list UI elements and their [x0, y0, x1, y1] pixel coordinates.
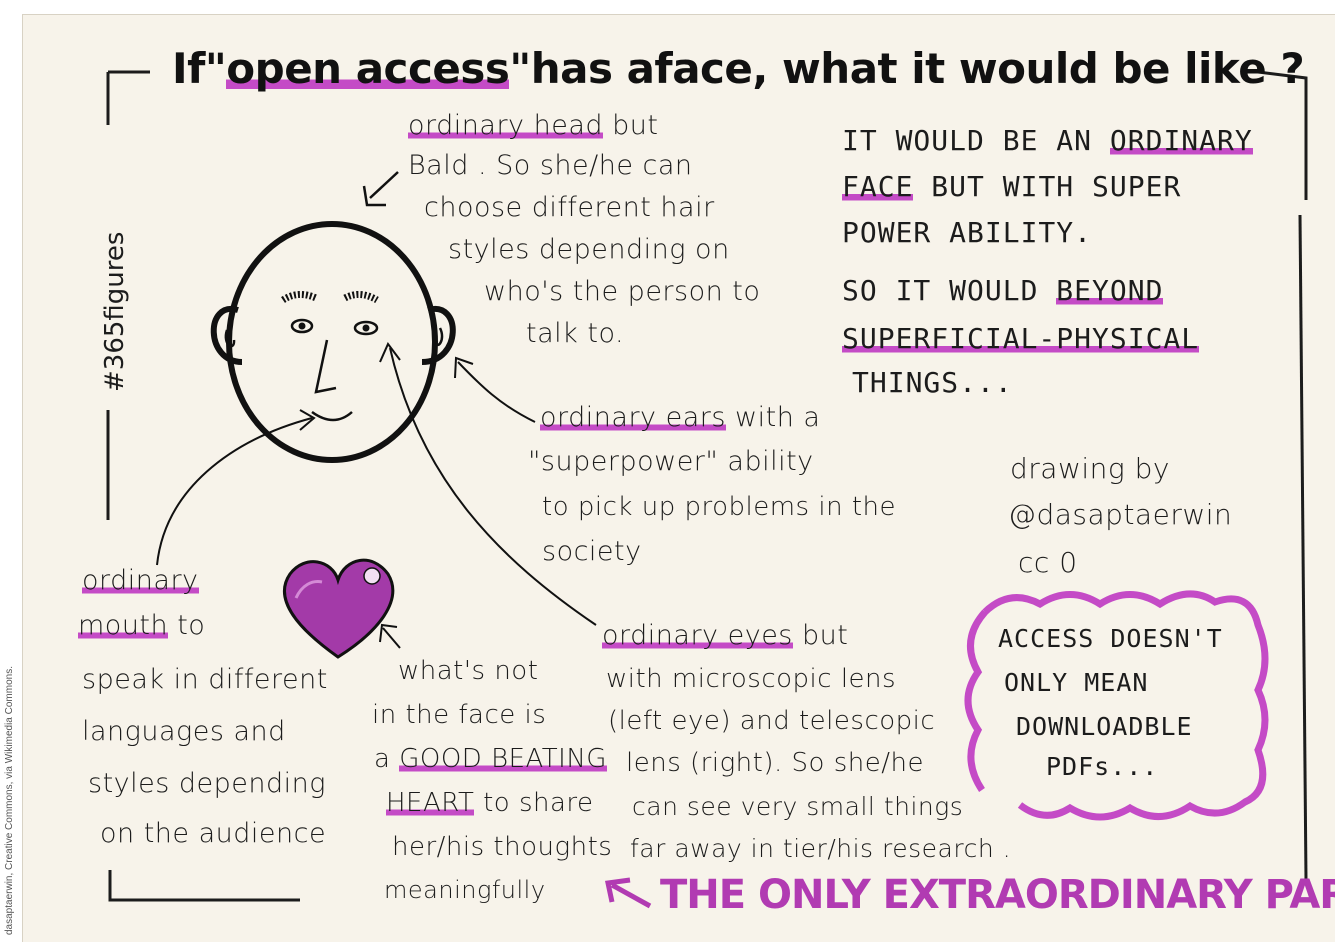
footer-extraordinary: THE ONLY EXTRAORDINARY PART	[660, 872, 1335, 918]
sketch-card	[22, 14, 1335, 942]
page-title: If"open access"has aface, what it would …	[172, 44, 1305, 93]
callout-bubble	[964, 590, 1269, 821]
heart-icon	[283, 558, 395, 659]
hashtag-label: #365figures	[100, 231, 130, 392]
head-outline	[226, 221, 438, 463]
